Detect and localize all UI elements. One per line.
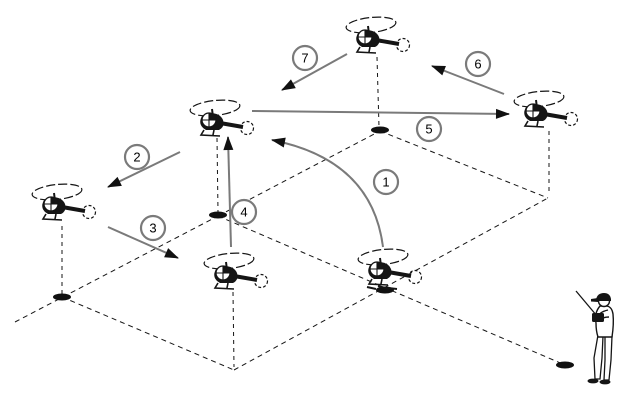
step-label-text: 5 xyxy=(425,122,432,137)
cockpit-quadrant xyxy=(377,262,384,269)
pilot-cap xyxy=(596,293,611,301)
tail-rotor xyxy=(407,269,423,285)
landing-skids xyxy=(213,282,235,290)
tail-rotor xyxy=(239,120,255,136)
maneuver-arrow-4 xyxy=(223,136,234,248)
step-label-3: 3 xyxy=(139,214,167,242)
cockpit-quadrant xyxy=(223,266,230,273)
pilot-figure xyxy=(575,290,615,385)
step-label-text: 4 xyxy=(240,205,247,220)
step-label-ring xyxy=(372,168,400,196)
arrow-shaft xyxy=(271,139,384,248)
helicopter-lower-middle xyxy=(203,252,269,290)
tail-rotor xyxy=(563,111,579,127)
altitude-lines xyxy=(61,56,550,368)
maneuver-arrow-3 xyxy=(107,226,179,259)
arrow-head xyxy=(281,79,296,91)
step-label-text: 1 xyxy=(382,175,389,190)
arrow-head xyxy=(223,136,234,151)
altitude-line xyxy=(376,56,380,128)
tail-boom xyxy=(375,38,400,46)
step-label-text: 6 xyxy=(474,57,481,72)
step-label-4: 4 xyxy=(230,198,258,226)
cockpit-quadrant xyxy=(533,104,540,111)
step-label-ring xyxy=(230,198,258,226)
step-label-ring xyxy=(123,143,151,171)
helicopter-upper-middle xyxy=(189,99,255,137)
maneuver-arrow-5 xyxy=(251,108,510,119)
tail-boom xyxy=(543,112,568,120)
maneuver-arrow-2 xyxy=(107,151,181,188)
grid-line xyxy=(61,296,235,371)
tail-boom xyxy=(61,205,86,213)
step-label-text: 7 xyxy=(301,51,308,66)
grid-line xyxy=(233,197,549,371)
landing-skids xyxy=(41,213,63,221)
pilot-leg xyxy=(603,335,613,381)
landing-skids xyxy=(199,129,221,137)
arrow-head xyxy=(495,108,510,119)
maneuver-arrow-1 xyxy=(271,137,384,248)
tail-rotor xyxy=(81,204,97,220)
tail-boom xyxy=(233,274,258,282)
altitude-line xyxy=(216,137,219,213)
tail-rotor xyxy=(253,273,269,289)
landing-pad xyxy=(371,126,389,134)
grid-line xyxy=(14,215,219,323)
helicopters xyxy=(31,16,579,290)
grid-line xyxy=(379,130,549,199)
landing-pad xyxy=(209,211,227,219)
landing-skids xyxy=(523,120,545,128)
arrow-shaft xyxy=(227,136,232,248)
helicopter-top xyxy=(345,16,411,54)
step-label-ring xyxy=(464,50,492,78)
step-label-ring xyxy=(139,214,167,242)
arrow-head xyxy=(431,65,446,76)
step-labels: 1 2 3 4 5 6 7 xyxy=(123,44,492,242)
step-label-1: 1 xyxy=(372,168,400,196)
tail-boom xyxy=(387,270,412,278)
maneuver-arrow-7 xyxy=(281,53,348,91)
radio-transmitter xyxy=(592,313,604,322)
step-label-2: 2 xyxy=(123,143,151,171)
landing-skids xyxy=(355,46,377,54)
cockpit-quadrant xyxy=(365,30,372,37)
cockpit-quadrant xyxy=(51,197,58,204)
arrow-head xyxy=(107,176,122,188)
landing-pad xyxy=(53,293,71,301)
pilot-shoe xyxy=(599,379,611,385)
step-label-7: 7 xyxy=(291,44,319,72)
cap-brim xyxy=(591,298,598,302)
step-label-5: 5 xyxy=(415,115,443,143)
arrow-head xyxy=(164,248,179,259)
arrow-shaft xyxy=(251,110,510,115)
arrow-shaft xyxy=(107,151,181,188)
pilot-leg xyxy=(593,334,604,380)
step-label-text: 2 xyxy=(133,150,140,165)
ground-contact-marks xyxy=(366,285,398,290)
helicopter-ground xyxy=(357,248,423,290)
step-label-ring xyxy=(415,115,443,143)
step-label-ring xyxy=(291,44,319,72)
arrow-head xyxy=(271,137,286,148)
transmitter-antenna xyxy=(575,290,598,317)
landing-skids xyxy=(367,278,389,286)
cockpit-quadrant xyxy=(209,113,216,120)
step-label-6: 6 xyxy=(464,50,492,78)
maneuver-arrow-6 xyxy=(431,65,505,95)
maneuver-arrows xyxy=(107,53,510,259)
altitude-line xyxy=(232,291,235,368)
ground-grid xyxy=(14,130,566,371)
landing-pad xyxy=(556,361,574,369)
tail-boom xyxy=(219,121,244,129)
tail-rotor xyxy=(395,37,411,53)
pilot-shoe xyxy=(587,378,599,384)
step-label-text: 3 xyxy=(149,221,156,236)
helicopter-right xyxy=(513,90,579,128)
helicopter-left xyxy=(31,183,97,221)
landing-pads xyxy=(53,126,574,369)
